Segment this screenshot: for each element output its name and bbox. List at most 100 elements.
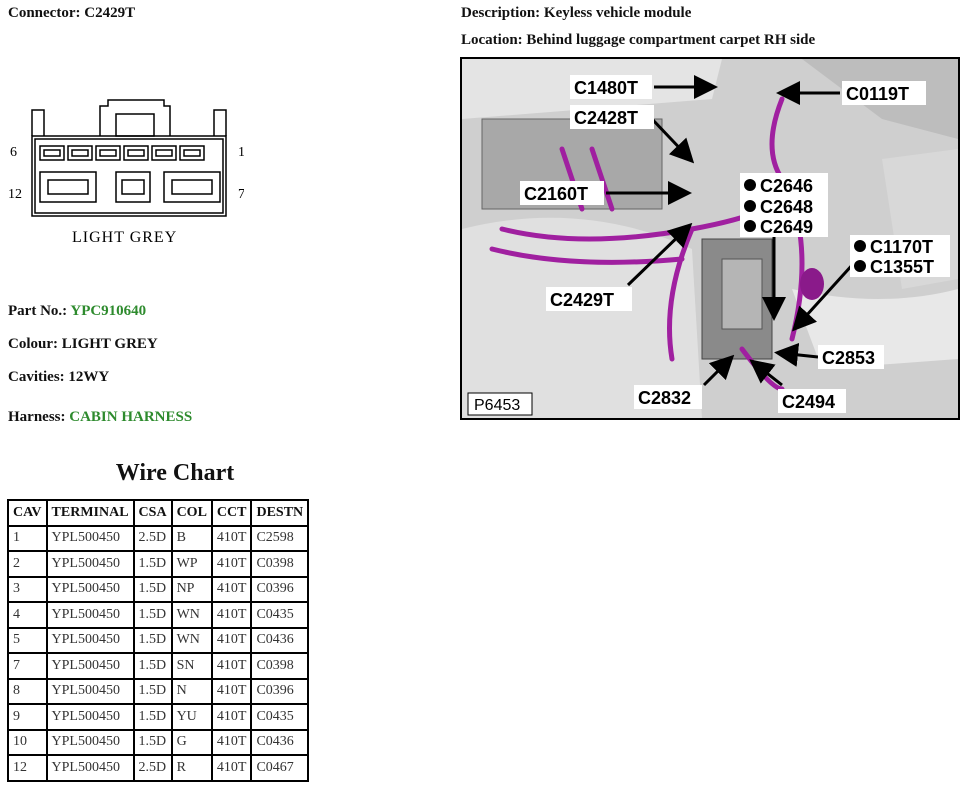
- location-field: Location: Behind luggage compartment car…: [461, 32, 815, 49]
- cavities-label: Cavities:: [8, 369, 65, 385]
- table-cell-terminal: YPL500450: [45, 550, 135, 578]
- svg-text:C2429T: C2429T: [550, 290, 614, 310]
- label-c2832: C2832: [634, 385, 702, 409]
- table-cell-cav: 9: [7, 703, 48, 731]
- colour-label: Colour:: [8, 336, 58, 352]
- column-header-cav: CAV: [7, 499, 48, 527]
- table-cell-csa: 1.5D: [132, 626, 173, 654]
- svg-text:C2832: C2832: [638, 388, 691, 408]
- colour-value: LIGHT GREY: [61, 336, 158, 352]
- table-cell-csa: 2.5D: [132, 754, 173, 782]
- bottom-row-cavities: [39, 171, 221, 203]
- label-c2160t: C2160T: [520, 181, 604, 205]
- table-cell-cct: 410T: [210, 601, 253, 629]
- label-c2428t: C2428T: [570, 105, 654, 129]
- svg-text:C1170T: C1170T: [870, 237, 933, 257]
- table-cell-destn: C0467: [250, 754, 310, 782]
- table-cell-csa: 2.5D: [132, 524, 173, 552]
- table-cell-cct: 410T: [210, 754, 253, 782]
- table-cell-cct: 410T: [210, 550, 253, 578]
- table-cell-csa: 1.5D: [132, 728, 173, 756]
- table-cell-csa: 1.5D: [132, 652, 173, 680]
- table-cell-col: NP: [170, 575, 213, 603]
- table-cell-terminal: YPL500450: [45, 626, 135, 654]
- svg-text:C2494: C2494: [782, 392, 835, 412]
- table-cell-col: YU: [170, 703, 213, 731]
- column-header-col: COL: [170, 499, 213, 527]
- connector-face-diagram: 6 1 12 7 LIGHT GREY: [8, 99, 244, 246]
- table-cell-col: WN: [170, 601, 213, 629]
- table-cell-cav: 2: [7, 550, 48, 578]
- table-cell-terminal: YPL500450: [45, 728, 135, 756]
- table-cell-csa: 1.5D: [132, 677, 173, 705]
- label-c1355t: C1355T: [850, 255, 950, 277]
- table-cell-terminal: YPL500450: [45, 652, 135, 680]
- part-number-label: Part No.:: [8, 303, 68, 319]
- table-cell-terminal: YPL500450: [45, 575, 135, 603]
- table-cell-destn: C0398: [250, 652, 310, 680]
- table-cell-terminal: YPL500450: [45, 754, 135, 782]
- connector-field: Connector: C2429T: [8, 5, 135, 22]
- table-cell-destn: C0436: [250, 728, 310, 756]
- svg-text:C1480T: C1480T: [574, 78, 638, 98]
- table-cell-cct: 410T: [210, 626, 253, 654]
- column-header-destn: DESTN: [250, 499, 310, 527]
- table-cell-destn: C0435: [250, 703, 310, 731]
- svg-text:C2853: C2853: [822, 348, 875, 368]
- label-c2646: C2646: [740, 173, 828, 196]
- harness-field: Harness: CABIN HARNESS: [8, 409, 192, 426]
- table-cell-cav: 3: [7, 575, 48, 603]
- column-header-csa: CSA: [132, 499, 173, 527]
- colour-caption: LIGHT GREY: [72, 229, 177, 246]
- wire-chart-title: Wire Chart: [115, 460, 235, 486]
- label-c0119t: C0119T: [842, 81, 926, 105]
- top-row-cavities: [39, 145, 205, 161]
- pin-label-12: 12: [8, 187, 22, 202]
- cavities-field: Cavities: 12WY: [8, 369, 109, 386]
- table-cell-cav: 8: [7, 677, 48, 705]
- table-cell-col: B: [170, 524, 213, 552]
- connector-value: C2429T: [84, 5, 136, 21]
- table-cell-destn: C0435: [250, 601, 310, 629]
- table-cell-cct: 410T: [210, 677, 253, 705]
- table-cell-terminal: YPL500450: [45, 677, 135, 705]
- part-number-link[interactable]: YPC910640: [70, 303, 147, 319]
- table-cell-cct: 410T: [210, 524, 253, 552]
- table-cell-csa: 1.5D: [132, 601, 173, 629]
- location-photo: C1480T C0119T C2428T C2160T C2646 C2648 …: [460, 57, 960, 420]
- column-header-cct: CCT: [210, 499, 253, 527]
- svg-text:C0119T: C0119T: [846, 84, 909, 104]
- label-c1170t: C1170T: [850, 235, 950, 257]
- label-c2429t: C2429T: [546, 287, 632, 311]
- table-cell-col: N: [170, 677, 213, 705]
- colour-field: Colour: LIGHT GREY: [8, 336, 158, 353]
- table-cell-col: SN: [170, 652, 213, 680]
- pin-label-1: 1: [238, 145, 244, 160]
- pin-label-6: 6: [10, 145, 17, 160]
- label-c2648: C2648: [740, 195, 828, 217]
- table-cell-cct: 410T: [210, 728, 253, 756]
- table-cell-destn: C2598: [250, 524, 310, 552]
- part-number-field: Part No.: YPC910640: [8, 303, 146, 320]
- table-cell-terminal: YPL500450: [45, 601, 135, 629]
- table-cell-cav: 5: [7, 626, 48, 654]
- table-cell-destn: C0396: [250, 575, 310, 603]
- label-c2494: C2494: [778, 389, 846, 413]
- table-cell-destn: C0398: [250, 550, 310, 578]
- photo-reference: P6453: [467, 392, 533, 416]
- description-value: Keyless vehicle module: [543, 5, 692, 21]
- table-cell-destn: C0436: [250, 626, 310, 654]
- harness-link[interactable]: CABIN HARNESS: [69, 409, 193, 425]
- table-cell-cav: 4: [7, 601, 48, 629]
- svg-text:C2160T: C2160T: [524, 184, 588, 204]
